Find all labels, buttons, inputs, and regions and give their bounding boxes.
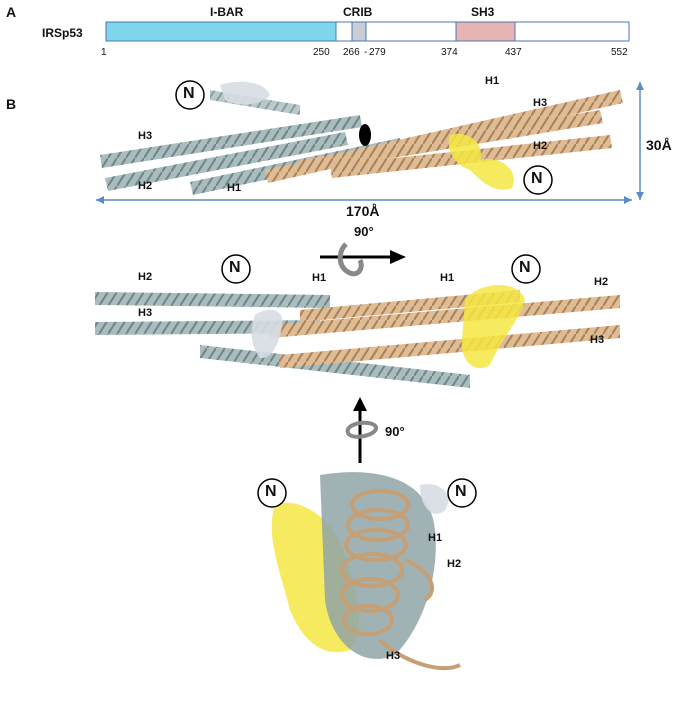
height-dimension-label: 30Å	[646, 137, 672, 153]
helix-label-top-h1-left: H1	[312, 272, 327, 284]
crib-surface-yellow-top	[461, 285, 525, 369]
crib-domain	[351, 21, 367, 42]
panel-a-letter: A	[6, 4, 17, 20]
n-terminus-label-top-right: N	[519, 259, 531, 276]
twofold-axis-symbol	[359, 124, 371, 146]
grey-crib-end	[420, 484, 449, 514]
helix-label-top-h3-left: H3	[138, 307, 153, 319]
helix-label-h3-right: H3	[533, 97, 548, 109]
helix-label-h3-left: H3	[138, 130, 153, 142]
tan-helix-top-1	[270, 295, 620, 338]
panel-b-letter: B	[6, 96, 17, 112]
structure-view-end	[257, 472, 477, 671]
helix-label-h2-right: H2	[533, 140, 548, 152]
helix-label-h1-left: H1	[227, 182, 242, 194]
sh3-domain	[455, 21, 516, 42]
helix-label-top-h2-right: H2	[594, 276, 609, 288]
ibar-domain	[105, 21, 337, 42]
grey-helix-2	[105, 132, 348, 191]
domain-label-sh3: SH3	[471, 5, 495, 19]
grey-helix-1	[100, 115, 362, 168]
structure-view-side	[96, 80, 644, 204]
tick-437: 437	[505, 47, 522, 58]
tick-374: 374	[441, 47, 458, 58]
rotation-arrow-vertical	[345, 397, 378, 463]
tick-250: 250	[313, 47, 330, 58]
width-dimension-label: 170Å	[346, 203, 380, 219]
domain-bar	[105, 21, 630, 42]
helix-label-end-h2: H2	[447, 558, 462, 570]
rotation-label-1: 90°	[354, 224, 374, 239]
tan-helix-top-3	[300, 290, 520, 322]
domain-label-ibar: I-BAR	[210, 5, 244, 19]
protein-name: IRSp53	[42, 26, 83, 40]
crib-surface-yellow	[448, 134, 514, 190]
helix-label-h2-left: H2	[138, 180, 153, 192]
helix-label-top-h1-right: H1	[440, 272, 455, 284]
tan-helix-end-coils	[340, 489, 461, 671]
tick-552: 552	[611, 47, 628, 58]
n-terminus-label-end-left: N	[265, 483, 277, 500]
helix-label-end-h1: H1	[428, 532, 443, 544]
tick-1: 1	[101, 47, 107, 58]
helix-label-top-h2-left: H2	[138, 271, 153, 283]
rotation-arrow-horizontal	[320, 242, 406, 277]
tick-dash: -	[364, 47, 368, 58]
helix-label-end-h3: H3	[386, 650, 401, 662]
n-terminus-label-right: N	[531, 170, 543, 187]
helix-label-top-h3-right: H3	[590, 334, 605, 346]
n-terminus-label-left: N	[183, 85, 195, 102]
tan-helix-top-2	[280, 325, 620, 368]
tick-279: 279	[369, 47, 386, 58]
domain-label-crib: CRIB	[343, 5, 373, 19]
crib-surface-grey	[220, 81, 270, 105]
n-terminus-label-end-right: N	[455, 483, 467, 500]
n-terminus-label-top-left: N	[229, 259, 241, 276]
structure-view-top	[95, 254, 620, 388]
helix-label-h1-right: H1	[485, 75, 500, 87]
crib-surface-grey-top	[251, 309, 283, 359]
grey-helix-top-1	[95, 292, 330, 308]
tick-266: 266	[343, 47, 360, 58]
rotation-label-2: 90°	[385, 424, 405, 439]
